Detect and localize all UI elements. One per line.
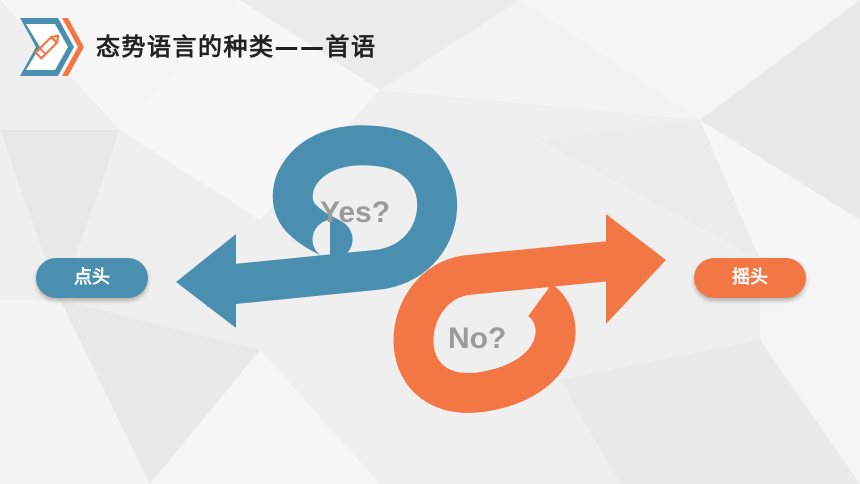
page-title: 态势语言的种类——首语 (96, 33, 377, 61)
yes-arrow (176, 125, 458, 328)
shake-option-button[interactable]: 摇头 (694, 258, 806, 298)
pencil-icon (20, 18, 84, 76)
no-question-label: No? (448, 322, 507, 355)
yes-question-label: Yes? (320, 196, 391, 229)
nod-option-button[interactable]: 点头 (36, 258, 148, 298)
no-arrow (393, 214, 666, 413)
